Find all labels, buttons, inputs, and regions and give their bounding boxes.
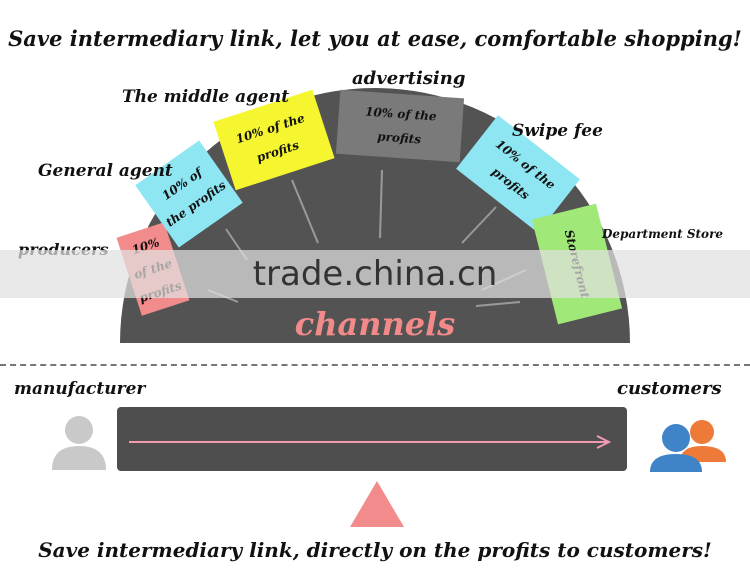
label-department-store: Department Store — [602, 227, 724, 241]
footer-title: Save intermediary link, directly on the … — [38, 538, 712, 562]
label-advertising: advertising — [352, 68, 466, 89]
direct-channel-bar — [117, 407, 627, 471]
manufacturer-person-icon — [52, 416, 106, 470]
manufacturer-label: manufacturer — [14, 379, 146, 399]
label-swipe-fee: Swipe fee — [512, 121, 603, 141]
pivot-triangle — [350, 481, 404, 527]
channels-label: channels — [294, 305, 456, 343]
customers-label: customers — [617, 378, 722, 399]
watermark-text: trade.china.cn — [252, 254, 498, 294]
customers-people-icon — [650, 420, 726, 472]
segment-advertising-text: 10% of the profits — [364, 104, 438, 147]
direct-arrow — [129, 435, 612, 449]
label-middle-agent: The middle agent — [122, 87, 290, 107]
label-general-agent: General agent — [38, 161, 173, 181]
watermark-band: trade.china.cn — [0, 250, 750, 298]
segment-advertising-block: 10% of the profits — [335, 89, 465, 163]
dashed-divider — [0, 364, 750, 366]
header-title: Save intermediary link, let you at ease,… — [8, 26, 742, 51]
